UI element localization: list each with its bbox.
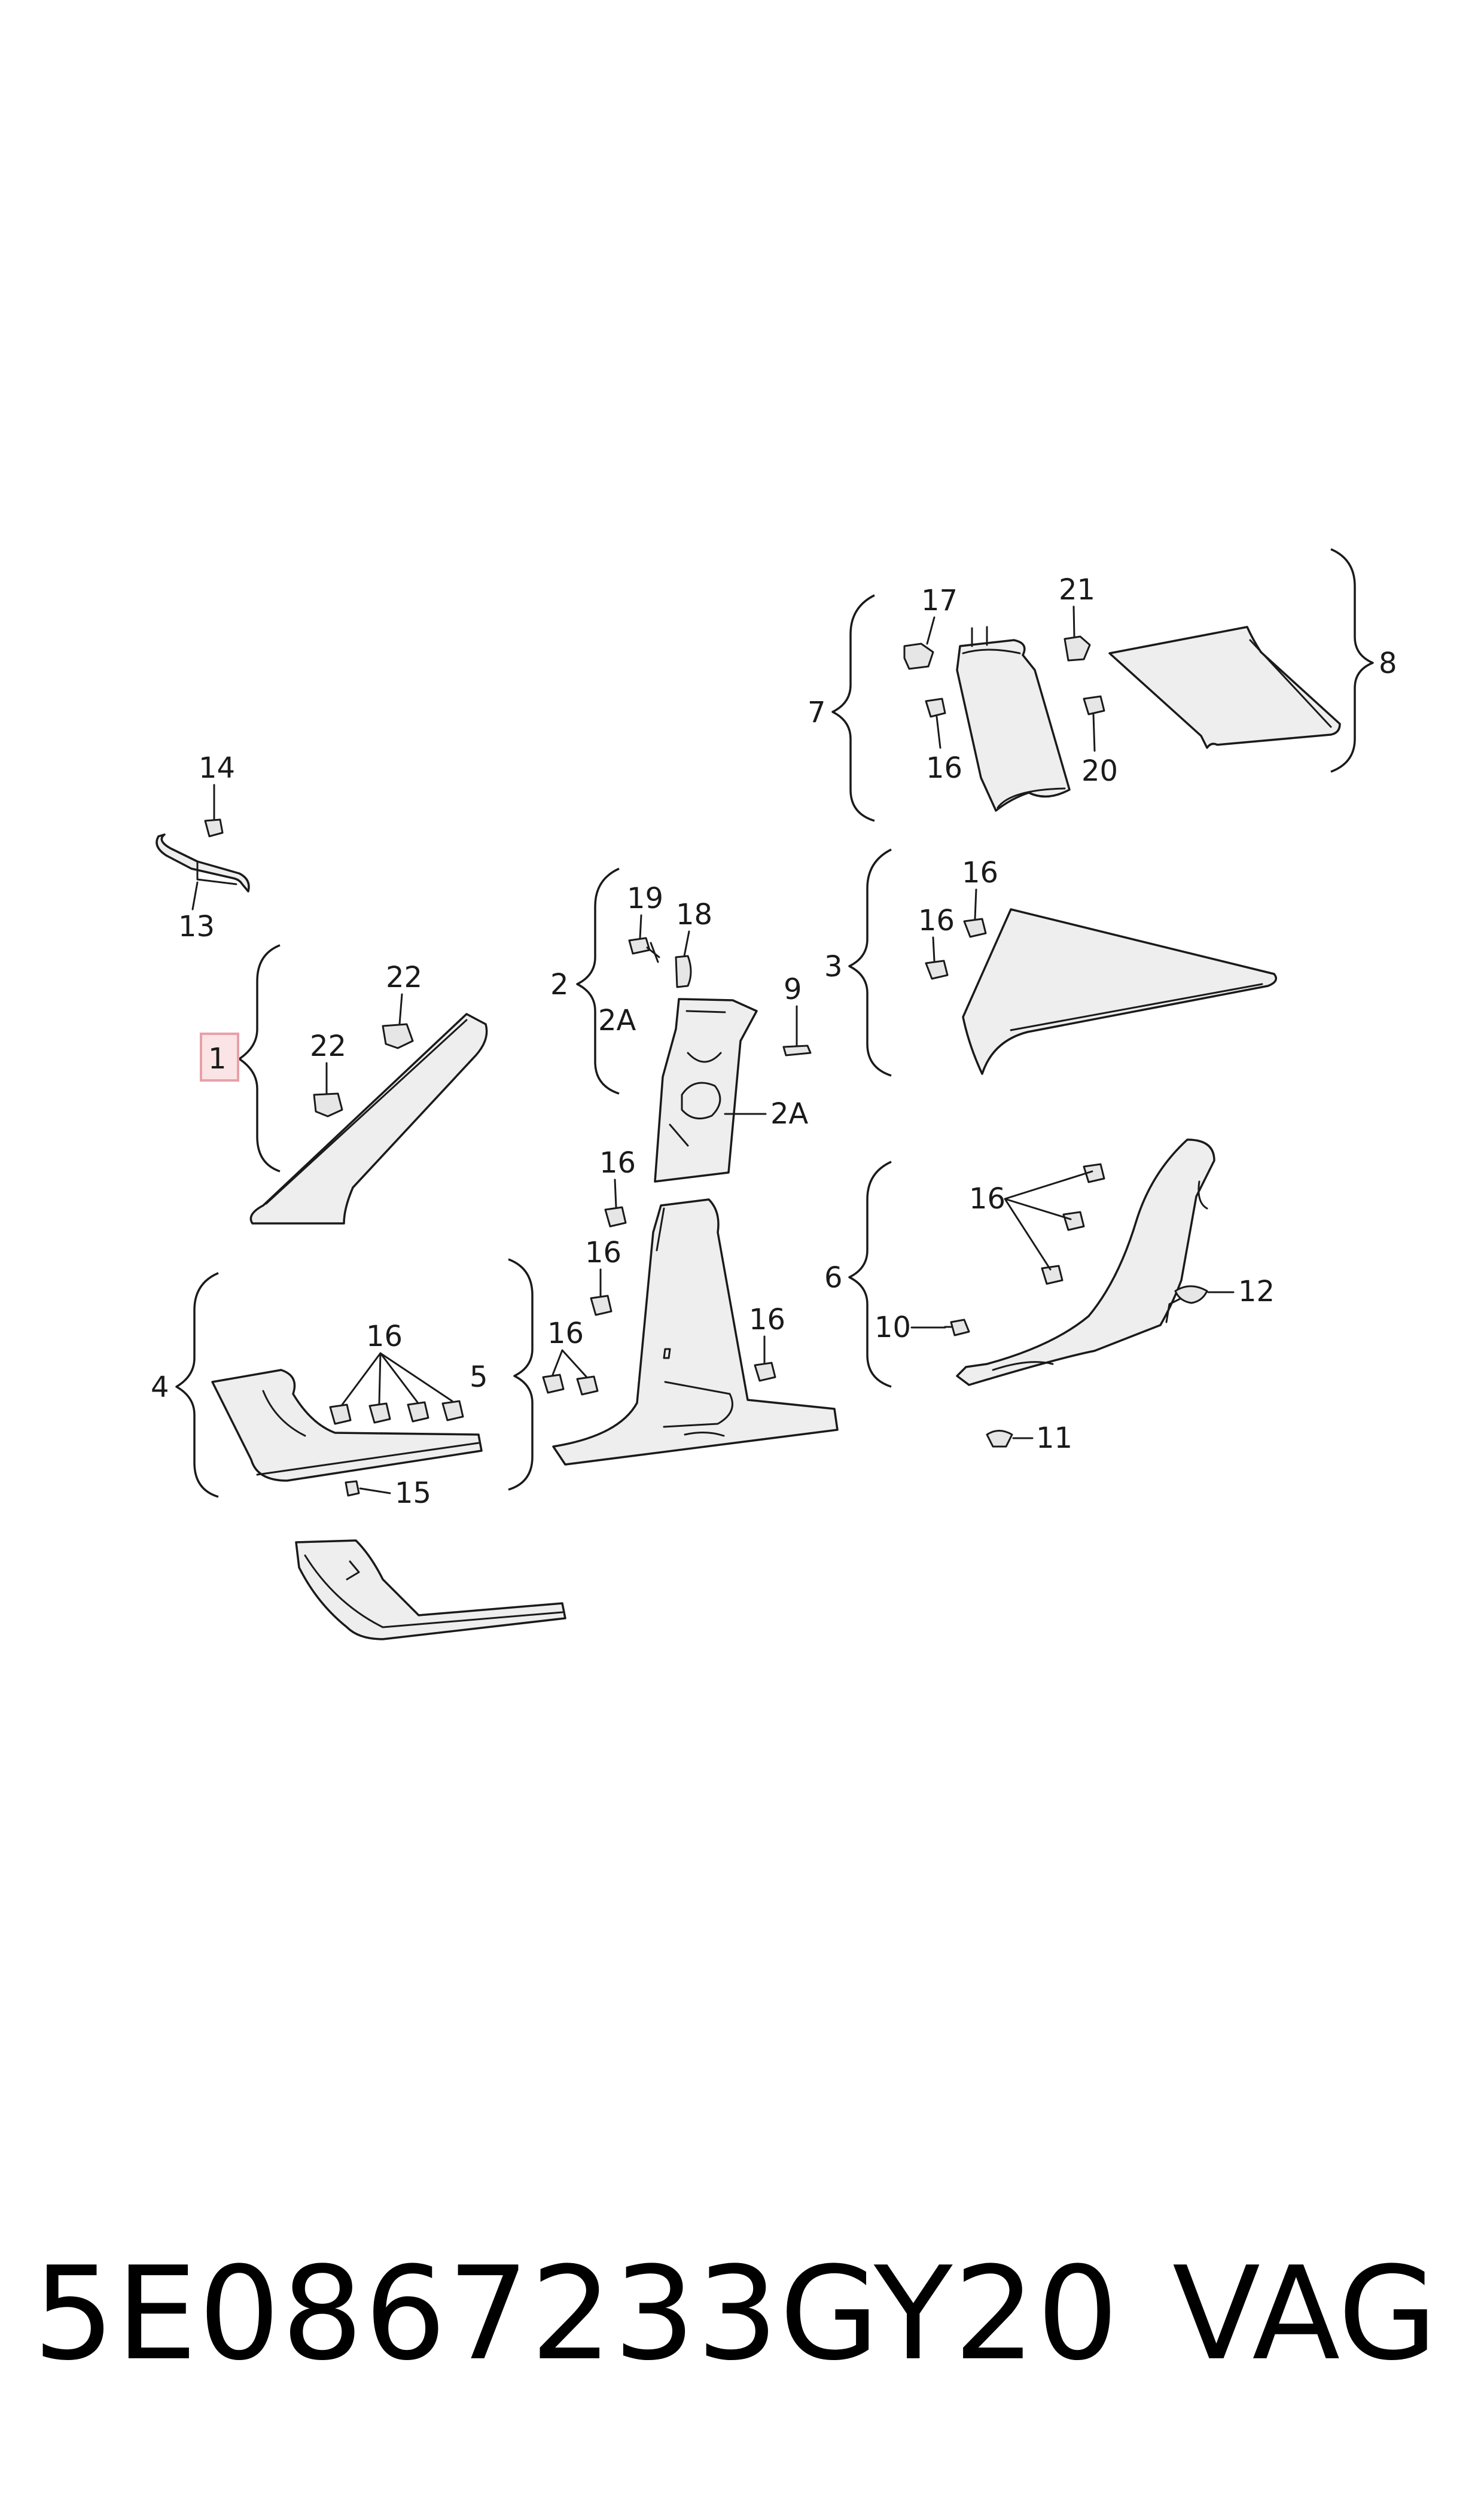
callout-13: 13 [178,910,215,943]
callout-16-sill5-left: 16 [547,1317,584,1350]
callout-16-pillar7: 16 [926,751,962,785]
part-9-clip[interactable]: 9 [782,973,812,1056]
parts-exploded-diagram: 1 22 22 14 13 2 2A 2A 19 [151,548,1397,1640]
callout-22-upper: 22 [386,961,422,994]
part-8-upper-trim-panel[interactable]: 8 21 20 [1059,548,1397,788]
callout-8: 8 [1379,647,1397,680]
callout-9: 9 [784,973,802,1006]
callout-1-highlight [200,1033,239,1082]
part-13-bracket[interactable]: 14 13 [156,751,250,943]
callout-16-panel3-side: 16 [918,904,955,937]
lower-sill-trim[interactable] [295,1539,566,1640]
callout-4: 4 [151,1371,169,1404]
callout-2A-top: 2A [598,1004,636,1037]
part-2-b-pillar-upper-trim[interactable]: 2 2A 2A 19 18 [550,867,809,1183]
callout-15: 15 [395,1476,431,1510]
callout-2: 2 [550,968,569,1001]
callout-14: 14 [199,751,235,785]
part-number-label: 5E0867233GY20 [33,2239,1120,2389]
callout-17: 17 [921,584,958,617]
callout-16-bpillar-a: 16 [599,1146,636,1180]
callout-11: 11 [1036,1421,1072,1455]
part-4-front-sill-trim[interactable]: 4 16 15 [151,1272,483,1510]
part-1-a-pillar-trim[interactable]: 1 22 22 [200,944,488,1225]
callout-2A-side: 2A [770,1097,809,1131]
callout-18: 18 [676,898,712,931]
callout-20: 20 [1081,754,1118,788]
brand-label: VAG [1172,2239,1438,2389]
callout-7: 7 [807,696,826,729]
callout-19: 19 [627,882,663,915]
callout-16-panel6: 16 [969,1182,1005,1216]
callout-12: 12 [1238,1275,1275,1308]
callout-16-panel3-top: 16 [962,856,998,890]
part-7-d-pillar-trim[interactable]: 7 17 16 [807,584,1071,822]
callout-16-sill4: 16 [366,1320,403,1353]
callout-6: 6 [824,1261,843,1295]
part-6-rear-wheelhouse-trim[interactable]: 6 16 10 11 12 [824,1138,1275,1455]
callout-1: 1 [208,1042,227,1076]
callout-22-lower: 22 [310,1030,346,1063]
callout-3: 3 [824,950,843,984]
part-3-quarter-panel[interactable]: 3 16 16 [824,848,1278,1077]
callout-16-sill5-right: 16 [749,1303,785,1336]
callout-10: 10 [874,1311,911,1344]
part-5-b-pillar-lower-trim[interactable]: 5 16 16 16 16 [470,1146,839,1491]
callout-16-bpillar-b: 16 [585,1236,621,1269]
callout-5: 5 [470,1360,488,1394]
callout-21: 21 [1059,573,1095,607]
